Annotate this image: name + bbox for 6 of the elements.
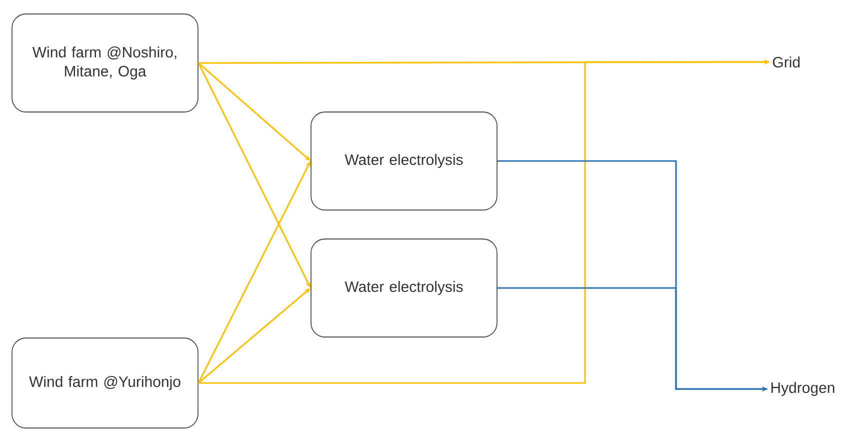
output-label: Hydrogen <box>771 382 834 396</box>
output-label: Grid <box>772 56 800 68</box>
process-box: Wind farm @Yurihonjo <box>12 338 198 428</box>
process-box: Wind farm @Noshiro, Mitane, Oga <box>12 14 198 112</box>
process-box: Water electrolysis <box>310 238 498 338</box>
process-box: Water electrolysis <box>310 112 498 210</box>
